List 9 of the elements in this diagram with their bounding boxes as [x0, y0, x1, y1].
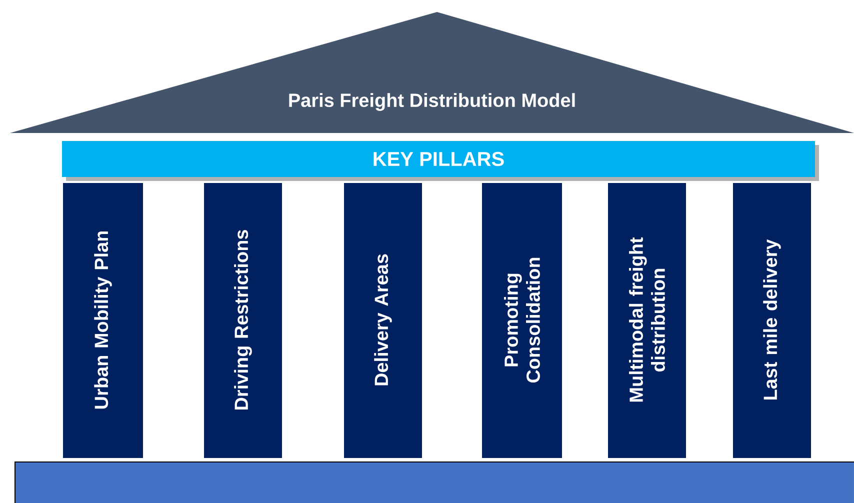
base-block [14, 462, 854, 503]
pillars-band: KEY PILLARS [62, 141, 819, 181]
pillar: Driving Restrictions [204, 183, 282, 458]
pillar: Promoting Consolidation [482, 183, 562, 458]
pillar: Multimodal freight distribution [608, 183, 686, 458]
pillar: Urban Mobility Plan [63, 183, 143, 458]
pillar: Delivery Areas [344, 183, 422, 458]
pillar: Last mile delivery [733, 183, 811, 458]
roof: Paris Freight Distribution Model [10, 12, 854, 133]
